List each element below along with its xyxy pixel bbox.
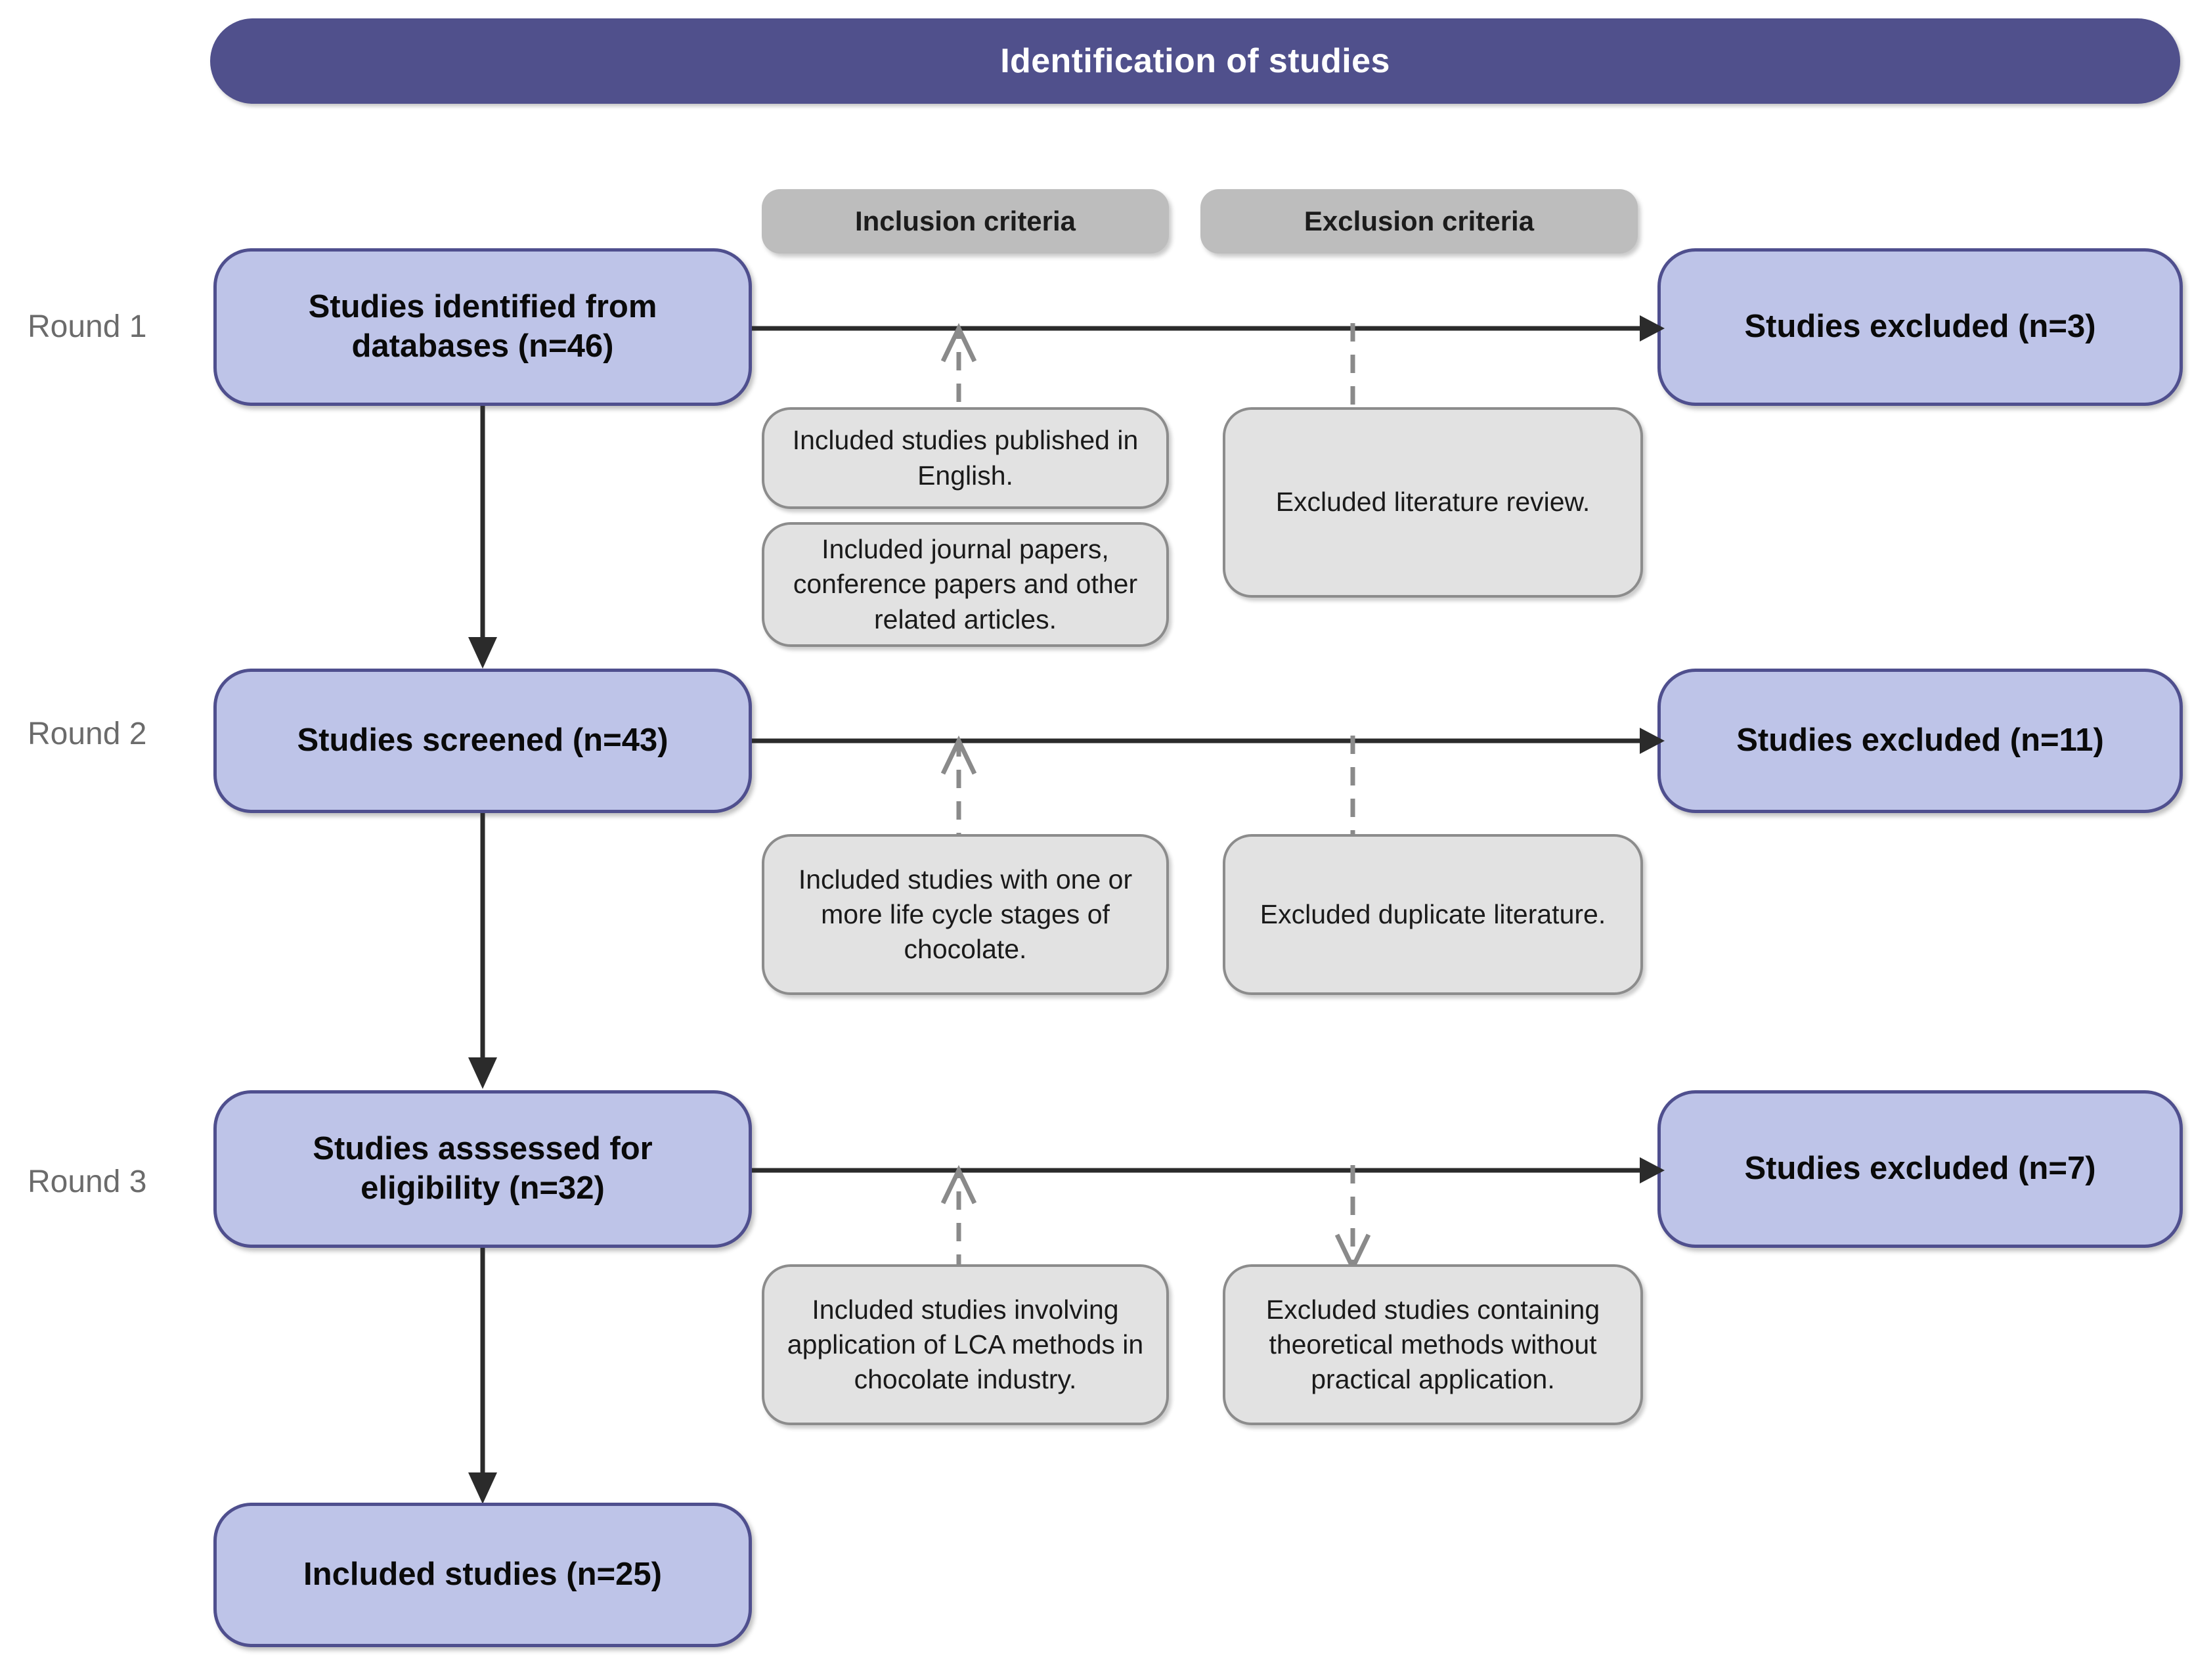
exclusion-criteria-header: Exclusion criteria [1200, 189, 1638, 254]
node-studies-assessed-label: Studies asssessed for eligibility (n=32) [313, 1130, 652, 1208]
node-studies-excluded-round1-label: Studies excluded (n=3) [1744, 309, 2096, 345]
inclusion-box-r2-1: Included studies with one or more life c… [762, 834, 1169, 995]
node-studies-excluded-round1[interactable]: Studies excluded (n=3) [1657, 248, 2183, 406]
inclusion-box-r3-1-label: Included studies involving application o… [787, 1294, 1144, 1395]
exclusion-box-r1-1: Excluded literature review. [1223, 407, 1643, 598]
arrow-round3-to-included [463, 1248, 502, 1504]
node-studies-identified-line1: Studies identified from [308, 289, 657, 325]
round-label-2: Round 2 [28, 717, 147, 751]
inclusion-criteria-header-label: Inclusion criteria [854, 206, 1076, 236]
node-studies-assessed-line1: Studies asssessed for [313, 1131, 653, 1167]
inclusion-box-r3-1: Included studies involving application o… [762, 1264, 1169, 1425]
node-studies-assessed[interactable]: Studies asssessed for eligibility (n=32) [213, 1090, 752, 1248]
round-label-3: Round 3 [28, 1164, 147, 1199]
connector-round1-to-excluded [752, 309, 1665, 348]
inclusion-box-r1-2: Included journal papers, conference pape… [762, 522, 1169, 647]
exclusion-criteria-header-label: Exclusion criteria [1304, 206, 1535, 236]
inclusion-box-r1-1: Included studies published in English. [762, 407, 1169, 509]
node-studies-identified-label: Studies identified from databases (n=46) [309, 288, 657, 366]
connector-round3-to-excluded [752, 1151, 1665, 1190]
node-studies-excluded-round2[interactable]: Studies excluded (n=11) [1657, 669, 2183, 813]
node-included-studies[interactable]: Included studies (n=25) [213, 1503, 752, 1647]
node-studies-excluded-round3-label: Studies excluded (n=7) [1744, 1151, 2096, 1187]
exclusion-box-r1-1-label: Excluded literature review. [1275, 487, 1590, 518]
node-studies-excluded-round2-label: Studies excluded (n=11) [1736, 722, 2104, 759]
inclusion-criteria-header: Inclusion criteria [762, 189, 1169, 254]
inclusion-box-r2-1-label: Included studies with one or more life c… [798, 864, 1133, 965]
arrow-round2-to-round3 [463, 813, 502, 1089]
node-studies-identified[interactable]: Studies identified from databases (n=46) [213, 248, 752, 406]
arrow-round1-to-round2 [463, 406, 502, 669]
exclusion-box-r3-1-label: Excluded studies containing theoretical … [1265, 1294, 1600, 1395]
identification-header-banner: Identification of studies [210, 18, 2180, 104]
inclusion-box-r1-1-label: Included studies published in English. [792, 425, 1139, 491]
node-studies-assessed-line2: eligibility (n=32) [361, 1170, 605, 1206]
node-studies-screened[interactable]: Studies screened (n=43) [213, 669, 752, 813]
dashed-arrow-exclusion-round3 [1333, 1165, 1372, 1273]
node-studies-identified-line2: databases (n=46) [351, 328, 614, 364]
dashed-arrow-inclusion-round3 [939, 1164, 978, 1273]
exclusion-box-r2-1-label: Excluded duplicate literature. [1260, 898, 1606, 929]
node-studies-screened-label: Studies screened (n=43) [297, 722, 669, 759]
connector-round2-to-excluded [752, 721, 1665, 761]
exclusion-box-r3-1: Excluded studies containing theoretical … [1223, 1264, 1643, 1425]
exclusion-box-r2-1: Excluded duplicate literature. [1223, 834, 1643, 995]
round-label-1: Round 1 [28, 309, 147, 344]
node-included-studies-label: Included studies (n=25) [303, 1557, 662, 1593]
header-title: Identification of studies [1000, 42, 1390, 80]
inclusion-box-r1-2-label: Included journal papers, conference pape… [793, 534, 1138, 634]
node-studies-excluded-round3[interactable]: Studies excluded (n=7) [1657, 1090, 2183, 1248]
